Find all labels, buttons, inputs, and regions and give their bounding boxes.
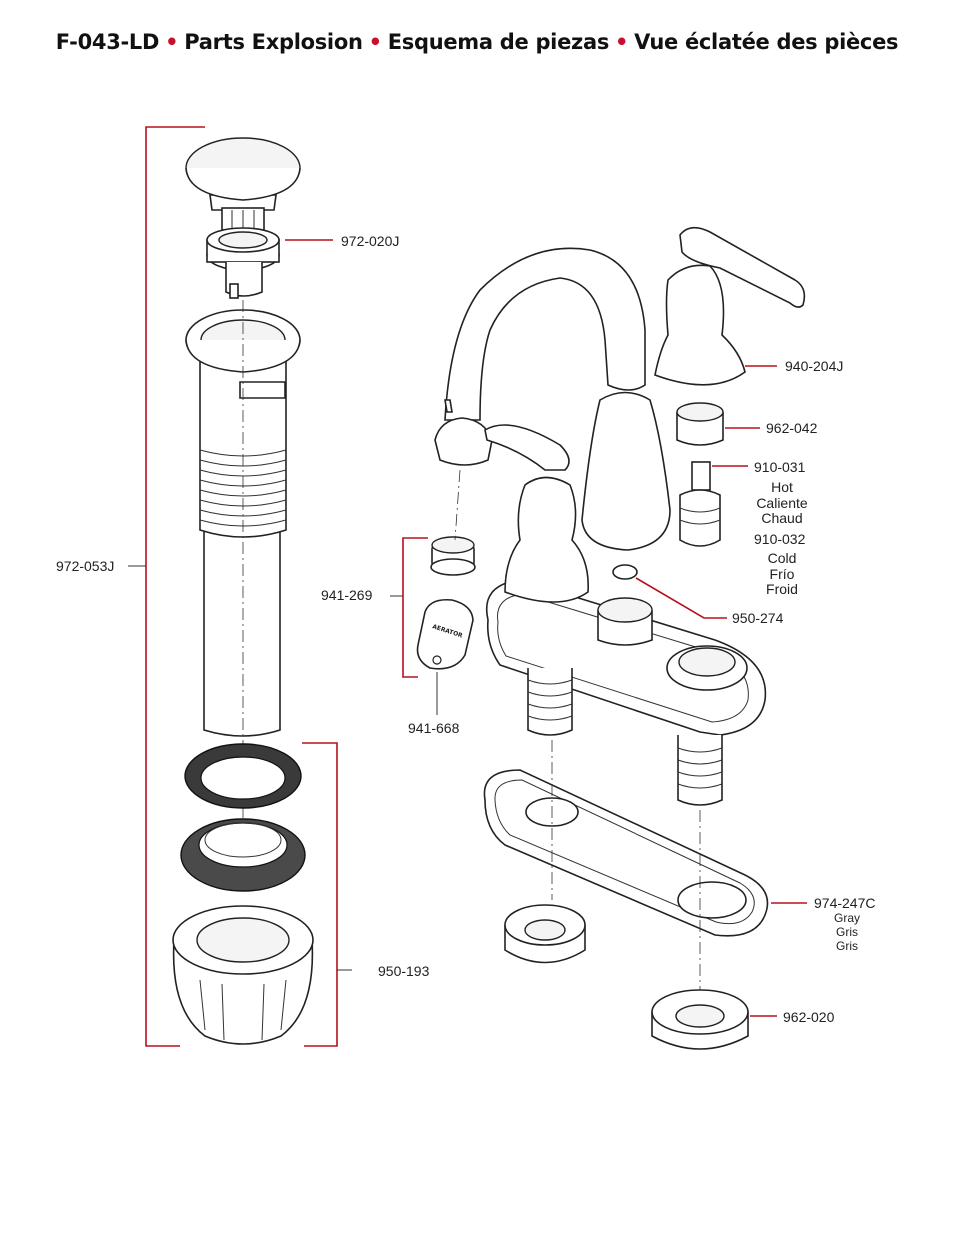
- cold-fr: Froid: [766, 581, 798, 597]
- part-stopper-cap: [185, 137, 301, 231]
- label-950-193: 950-193: [378, 963, 430, 979]
- page-title: F-043-LD•Parts Explosion•Esquema de piez…: [0, 30, 954, 54]
- part-941-668: AERATOR: [416, 598, 474, 670]
- part-950-274: [612, 564, 638, 580]
- title-english: Parts Explosion: [184, 30, 363, 54]
- title-separator: •: [615, 30, 629, 54]
- gray-labels: Gray Gris Gris: [822, 911, 872, 953]
- gray-fr: Gris: [836, 939, 858, 953]
- label-940-204J: 940-204J: [785, 358, 844, 374]
- bracket-941-269: [402, 537, 428, 678]
- part-962-042: [676, 402, 724, 446]
- part-faucet-base: [486, 579, 767, 806]
- part-962-020-left: [504, 904, 586, 964]
- label-910-031: 910-031: [754, 459, 806, 475]
- part-gasket-top: [184, 743, 302, 809]
- cold-es: Frío: [769, 565, 795, 582]
- part-940-204J: [654, 226, 806, 386]
- label-941-269: 941-269: [321, 587, 373, 603]
- part-950-193: [172, 905, 314, 1045]
- label-974-247C: 974-247C: [814, 895, 876, 911]
- part-spout: [434, 247, 671, 551]
- bracket-972-053J: [145, 126, 205, 1047]
- model-number: F-043-LD: [55, 30, 160, 54]
- part-hot-handle-base: [484, 424, 589, 603]
- part-drain-body: [185, 309, 301, 737]
- cold-en: Cold: [767, 550, 797, 566]
- part-910-031: [679, 461, 721, 547]
- part-974-247C: [483, 769, 769, 937]
- gray-es: Gris: [836, 925, 858, 939]
- gray-en: Gray: [833, 911, 860, 925]
- title-french: Vue éclatée des pièces: [634, 30, 899, 54]
- hot-fr: Chaud: [761, 510, 803, 526]
- part-gasket-bottom: [180, 818, 306, 892]
- part-972-020J: [206, 227, 280, 299]
- label-962-020: 962-020: [783, 1009, 835, 1025]
- label-972-053J: 972-053J: [56, 558, 115, 574]
- part-941-269: [430, 536, 476, 576]
- title-separator: •: [368, 30, 382, 54]
- bracket-950-193: [302, 742, 338, 1047]
- label-962-042: 962-042: [766, 420, 818, 436]
- label-950-274: 950-274: [732, 610, 784, 626]
- leader-950-274: [635, 577, 727, 619]
- title-separator: •: [165, 30, 179, 54]
- hot-es: Caliente: [756, 494, 808, 511]
- label-941-668: 941-668: [408, 720, 460, 736]
- title-spanish: Esquema de piezas: [387, 30, 610, 54]
- part-962-020: [651, 989, 749, 1050]
- label-972-020J: 972-020J: [341, 233, 400, 249]
- hot-en: Hot: [771, 479, 793, 495]
- hot-labels: Hot Caliente Chaud: [747, 479, 817, 527]
- label-910-032: 910-032: [754, 531, 806, 547]
- cold-labels: Cold Frío Froid: [747, 550, 817, 598]
